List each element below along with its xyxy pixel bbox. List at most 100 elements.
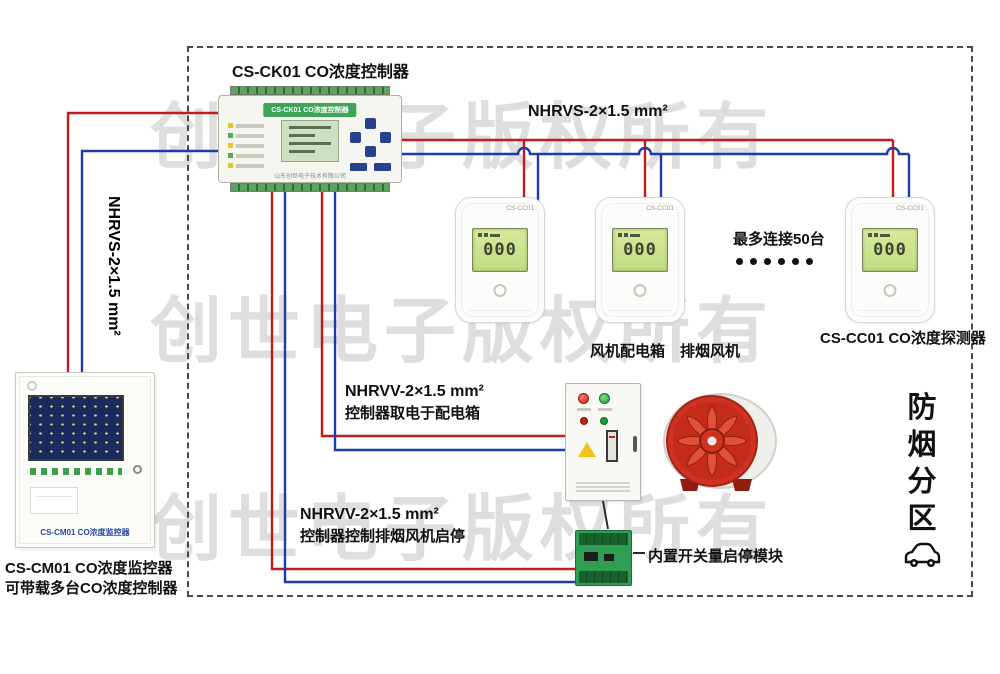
up-button <box>365 118 376 129</box>
detector-lcd: 000 <box>612 228 668 272</box>
red-power-wires <box>66 111 895 571</box>
mid-cable-label-line2: 控制器取电于配电箱 <box>345 405 481 422</box>
watermark-row: 创世电子版权所有 <box>150 490 775 570</box>
module-terminal-strip-bottom <box>579 571 628 583</box>
right-button <box>380 132 391 143</box>
controller-terminal-strip-bottom <box>230 183 390 192</box>
brand-logo-icon <box>883 284 897 297</box>
low-cable-label-line1: NHRVV-2×1.5 mm² <box>300 506 439 523</box>
fan-box-label: 风机配电箱 <box>590 343 666 360</box>
module-label: 内置开关量启停模块 <box>648 548 784 565</box>
detector-seam <box>858 310 922 311</box>
lamp-label-bar <box>598 408 612 411</box>
co-controller: CS-CK01 CO浓度控制器 山东创世电子技术有限公司 <box>218 86 402 192</box>
exhaust-fan <box>663 393 777 491</box>
controller-body: CS-CK01 CO浓度控制器 山东创世电子技术有限公司 <box>218 95 402 183</box>
car-icon <box>904 542 941 567</box>
lcd-text-line <box>289 142 331 145</box>
low-cable-label-line2: 控制器控制排烟风机启停 <box>300 528 466 545</box>
zone-char: 分 <box>907 466 937 498</box>
lcd-icon <box>618 233 622 237</box>
led-indicator <box>228 153 233 158</box>
controller-title: CS-CK01 CO浓度控制器 <box>232 64 409 81</box>
more-units-dots <box>736 258 813 265</box>
left-button <box>350 132 361 143</box>
lcd-icon <box>868 233 872 237</box>
monitor-caption-line2: 可带载多台CO浓度控制器 <box>5 580 178 597</box>
meter-window <box>606 430 618 462</box>
detector-lcd-value: 000 <box>483 240 517 260</box>
detector-lcd: 000 <box>472 228 528 272</box>
brand-logo-icon <box>27 381 37 391</box>
top-cable-label: NHRVS-2×1.5 mm² <box>528 103 668 120</box>
detector-seam <box>468 310 532 311</box>
controller-lcd <box>281 120 339 162</box>
keyhole-icon <box>133 465 142 474</box>
enter-button <box>374 163 391 171</box>
led-indicator <box>228 143 233 148</box>
co-monitor-cabinet: CS-CM01 CO浓度监控器 <box>15 372 155 548</box>
black-control-wires <box>602 500 645 554</box>
smoke-zone-dashed-border <box>187 46 973 597</box>
monitor-panel-text: CS-CM01 CO浓度监控器 <box>40 528 130 537</box>
detector-face <box>601 203 679 317</box>
monitor-caption-line1: CS-CM01 CO浓度监控器 <box>5 560 173 577</box>
lcd-icon <box>874 233 878 237</box>
lcd-icon <box>478 233 482 237</box>
brand-logo-icon <box>633 284 647 297</box>
led-indicator <box>228 133 233 138</box>
controller-panel-label: CS-CK01 CO浓度控制器 <box>263 103 357 117</box>
detector-face <box>461 203 539 317</box>
detector-lcd-value: 000 <box>623 240 657 260</box>
lcd-icon <box>624 233 628 237</box>
controller-led-column <box>228 123 264 173</box>
led-label-bar <box>236 143 264 148</box>
brand-logo-icon <box>493 284 507 297</box>
lcd-text-line <box>289 126 331 129</box>
vent-grille <box>576 482 630 494</box>
module-terminal-strip-top <box>579 533 628 545</box>
green-lamp-icon <box>599 393 610 404</box>
controller-company-text: 山东创世电子技术有限公司 <box>273 174 346 180</box>
zone-char: 区 <box>907 503 937 535</box>
lcd-icon <box>484 233 488 237</box>
detector-lcd-value: 000 <box>873 240 907 260</box>
led-label-bar <box>236 123 264 128</box>
zone-char: 防 <box>907 392 937 424</box>
detector-model-label: CS-CC01 <box>646 205 674 212</box>
meter-tick <box>609 436 615 438</box>
led-indicator <box>228 163 233 168</box>
lcd-icon <box>630 234 640 237</box>
module-chip <box>584 552 598 561</box>
detector-model-label: CS-CC01 <box>896 205 924 212</box>
red-lamp-icon <box>578 393 589 404</box>
door-handle <box>633 436 637 452</box>
smoke-zone-title: 防 烟 分 区 <box>903 390 941 538</box>
lcd-text-line <box>289 150 315 153</box>
detector-face <box>851 203 929 317</box>
max-connect-label: 最多连接50台 <box>733 231 825 248</box>
controller-terminal-strip-top <box>230 86 390 95</box>
exhaust-fan-label: 排烟风机 <box>680 343 741 360</box>
fan-power-box <box>565 383 641 501</box>
set-button <box>350 163 367 171</box>
fan-hub-cap <box>707 436 717 446</box>
mid-cable-label-line1: NHRVV-2×1.5 mm² <box>345 383 484 400</box>
blue-signal-wires <box>80 146 911 584</box>
lamp-label-bar <box>577 408 591 411</box>
led-label-bar <box>236 163 264 168</box>
detector-group-label: CS-CC01 CO浓度探测器 <box>820 330 986 347</box>
module-chip <box>604 554 614 561</box>
led-label-bar <box>236 133 264 138</box>
led-label-bar <box>236 153 264 158</box>
lcd-icon <box>880 234 890 237</box>
zone-char: 烟 <box>907 429 937 461</box>
switch-module <box>575 530 632 586</box>
warning-triangle-icon <box>578 442 596 457</box>
lcd-icon <box>490 234 500 237</box>
left-cable-label: NHRVS-2×1.5 mm² <box>105 196 122 336</box>
detector-lcd: 000 <box>862 228 918 272</box>
co-detector: CS-CC01 000 <box>845 197 935 323</box>
